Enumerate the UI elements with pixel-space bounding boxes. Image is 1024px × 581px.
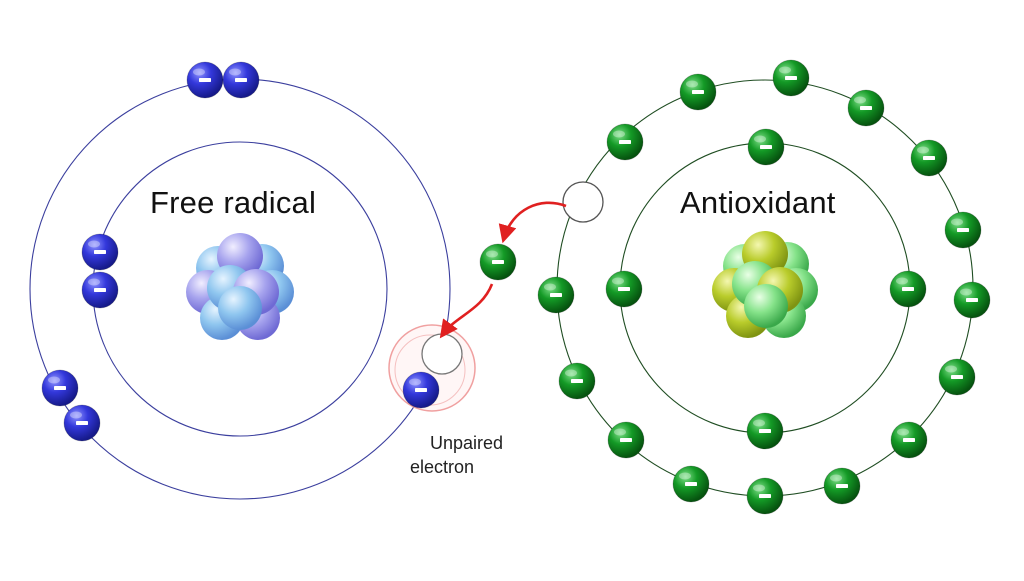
free-radical-electron <box>63 404 101 442</box>
minus-sign-icon <box>759 494 771 498</box>
minus-sign-icon <box>550 293 562 297</box>
minus-sign-icon <box>618 287 630 291</box>
minus-sign-icon <box>923 156 935 160</box>
antioxidant-electron <box>537 276 575 314</box>
unpaired-electron-label-line2: electron <box>410 457 475 477</box>
minus-sign-icon <box>94 250 106 254</box>
minus-sign-icon <box>966 298 978 302</box>
antioxidant-nucleus <box>712 231 818 338</box>
antioxidant-electron <box>938 358 976 396</box>
minus-sign-icon <box>54 386 66 390</box>
minus-sign-icon <box>619 140 631 144</box>
minus-sign-icon <box>94 288 106 292</box>
free-radical-nucleus <box>186 233 294 340</box>
free-radical-electron <box>81 271 119 309</box>
antioxidant-electron <box>847 89 885 127</box>
antioxidant-electron <box>910 139 948 177</box>
unpaired-electron-label-line1: Unpaired <box>430 433 504 453</box>
minus-sign-icon <box>415 388 427 392</box>
minus-sign-icon <box>76 421 88 425</box>
antioxidant-electron <box>679 73 717 111</box>
unpaired-electron-label: Unpaired <box>430 432 503 454</box>
free-radical-electron <box>222 61 260 99</box>
minus-sign-icon <box>836 484 848 488</box>
antioxidant-electron <box>944 211 982 249</box>
antioxidant-electron <box>672 465 710 503</box>
minus-sign-icon <box>492 260 504 264</box>
antioxidant-electron <box>558 362 596 400</box>
free-radical-electron <box>186 61 224 99</box>
minus-sign-icon <box>571 379 583 383</box>
minus-sign-icon <box>957 228 969 232</box>
antioxidant-electron <box>605 270 643 308</box>
antioxidant-electron <box>823 467 861 505</box>
free-radical-label: Free radical <box>150 185 317 220</box>
antioxidant-electron <box>746 477 784 515</box>
free-radical-electron <box>41 369 79 407</box>
minus-sign-icon <box>760 145 772 149</box>
antioxidant-electron <box>889 270 927 308</box>
minus-sign-icon <box>620 438 632 442</box>
antioxidant-electron <box>890 421 928 459</box>
free-radical-electron <box>402 371 440 409</box>
minus-sign-icon <box>785 76 797 80</box>
minus-sign-icon <box>860 106 872 110</box>
antioxidant-electron <box>606 123 644 161</box>
donated-electron <box>479 243 517 281</box>
minus-sign-icon <box>199 78 211 82</box>
minus-sign-icon <box>692 90 704 94</box>
unpaired-electron-label-2: electron <box>410 456 474 478</box>
antioxidant-electron <box>747 128 785 166</box>
electrons-group <box>41 59 991 515</box>
arrow-to-free-radical <box>439 283 494 339</box>
minus-sign-icon <box>759 429 771 433</box>
antioxidant-electron <box>746 412 784 450</box>
antioxidant-label: Antioxidant <box>680 185 836 220</box>
minus-sign-icon <box>902 287 914 291</box>
antioxidant-empty-electron-slot <box>562 181 604 223</box>
minus-sign-icon <box>235 78 247 82</box>
arrow-donation <box>498 201 567 244</box>
minus-sign-icon <box>951 375 963 379</box>
antioxidant-electron <box>953 281 991 319</box>
antioxidant-electron <box>607 421 645 459</box>
minus-sign-icon <box>903 438 915 442</box>
minus-sign-icon <box>685 482 697 486</box>
free-radical-electron <box>81 233 119 271</box>
antioxidant-electron <box>772 59 810 97</box>
free-radical-empty-electron-slot <box>421 333 463 375</box>
